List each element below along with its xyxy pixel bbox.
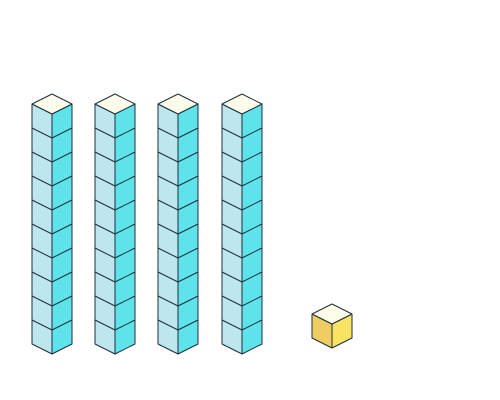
tens-rod-2-divider-left — [94, 127, 116, 139]
tens-rod-2-divider-left — [94, 319, 116, 331]
tens-rod-4-divider-left — [221, 271, 243, 283]
tens-rod-3-divider-left — [157, 175, 179, 187]
tens-rod-3-divider-right — [177, 199, 199, 211]
tens-rods-group — [31, 93, 263, 355]
tens-rod-3-divider-left — [157, 295, 179, 307]
tens-rod-1-divider-left — [31, 175, 53, 187]
tens-rod-1-divider-right — [51, 319, 73, 331]
tens-rod-3-divider-left — [157, 247, 179, 259]
tens-rod-4-divider-left — [221, 127, 243, 139]
tens-rod-2-divider-left — [94, 295, 116, 307]
tens-rod-2-divider-right — [114, 271, 136, 283]
tens-rod-3-top-face — [157, 93, 199, 115]
tens-rod-2-divider-left — [94, 199, 116, 211]
tens-rod-1-divider-left — [31, 199, 53, 211]
tens-rod-1 — [31, 93, 73, 355]
tens-rod-4-divider-left — [221, 223, 243, 235]
tens-rod-4-divider-right — [241, 295, 263, 307]
tens-rod-3-divider-left — [157, 223, 179, 235]
tens-rod-1-divider-right — [51, 127, 73, 139]
tens-rod-2-divider-right — [114, 127, 136, 139]
tens-rod-3-divider-left — [157, 271, 179, 283]
tens-rod-2-divider-left — [94, 271, 116, 283]
tens-rod-1-divider-right — [51, 271, 73, 283]
ones-cube-1-top-face — [311, 303, 353, 325]
tens-rod-1-divider-right — [51, 175, 73, 187]
tens-rod-4-divider-left — [221, 295, 243, 307]
tens-rod-4 — [221, 93, 263, 355]
tens-rod-1-top-face — [31, 93, 73, 115]
tens-rod-4-divider-right — [241, 199, 263, 211]
tens-rod-3-divider-left — [157, 127, 179, 139]
tens-rod-2-divider-right — [114, 223, 136, 235]
tens-rod-2-divider-left — [94, 175, 116, 187]
tens-rod-4-divider-right — [241, 319, 263, 331]
tens-rod-4-divider-left — [221, 247, 243, 259]
tens-rod-3-divider-right — [177, 271, 199, 283]
tens-rod-2-divider-right — [114, 151, 136, 163]
tens-rod-2-divider-right — [114, 175, 136, 187]
tens-rod-4-top-face — [221, 93, 263, 115]
tens-rod-1-divider-left — [31, 295, 53, 307]
ones-cube-1 — [311, 303, 353, 349]
tens-rod-4-divider-right — [241, 127, 263, 139]
tens-rod-4-divider-right — [241, 271, 263, 283]
tens-rod-1-divider-right — [51, 199, 73, 211]
tens-rod-3-divider-left — [157, 199, 179, 211]
tens-rod-4-divider-left — [221, 175, 243, 187]
tens-rod-3-divider-left — [157, 319, 179, 331]
tens-rod-3-divider-right — [177, 151, 199, 163]
tens-rod-3-divider-right — [177, 247, 199, 259]
tens-rod-2-divider-right — [114, 295, 136, 307]
tens-rod-2-divider-right — [114, 247, 136, 259]
tens-rod-4-divider-right — [241, 151, 263, 163]
tens-rod-1-divider-left — [31, 271, 53, 283]
tens-rod-1-divider-right — [51, 223, 73, 235]
tens-rod-2-divider-right — [114, 199, 136, 211]
tens-rod-2-divider-right — [114, 319, 136, 331]
tens-rod-3-divider-right — [177, 127, 199, 139]
tens-rod-3 — [157, 93, 199, 355]
tens-rod-2-divider-left — [94, 247, 116, 259]
tens-rod-3-divider-right — [177, 295, 199, 307]
tens-rod-4-divider-left — [221, 199, 243, 211]
tens-rod-4-divider-right — [241, 223, 263, 235]
tens-rod-1-divider-right — [51, 295, 73, 307]
tens-rod-3-divider-right — [177, 223, 199, 235]
tens-rod-1-divider-left — [31, 319, 53, 331]
tens-rod-1-divider-right — [51, 247, 73, 259]
tens-rod-1-divider-left — [31, 247, 53, 259]
tens-rod-3-divider-right — [177, 175, 199, 187]
tens-rod-3-divider-right — [177, 319, 199, 331]
tens-rod-4-divider-left — [221, 151, 243, 163]
tens-rod-4-divider-right — [241, 247, 263, 259]
tens-rod-1-divider-right — [51, 151, 73, 163]
tens-rod-1-divider-left — [31, 151, 53, 163]
tens-rod-3-divider-left — [157, 151, 179, 163]
tens-rod-2-divider-left — [94, 223, 116, 235]
ones-cubes-group — [311, 303, 353, 349]
tens-rod-2-top-face — [94, 93, 136, 115]
tens-rod-2 — [94, 93, 136, 355]
tens-rod-2-divider-left — [94, 151, 116, 163]
tens-rod-1-divider-left — [31, 223, 53, 235]
tens-rod-4-divider-left — [221, 319, 243, 331]
tens-rod-4-divider-right — [241, 175, 263, 187]
tens-rod-1-divider-left — [31, 127, 53, 139]
